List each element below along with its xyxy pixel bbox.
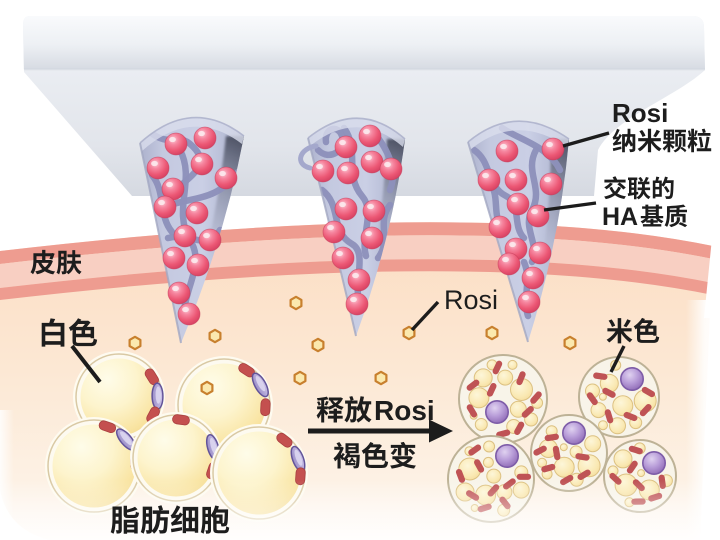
svg-text:HA: HA <box>602 203 638 231</box>
svg-text:Rosi: Rosi <box>374 395 435 426</box>
svg-text:Rosi: Rosi <box>612 98 668 128</box>
svg-text:Rosi: Rosi <box>444 285 498 315</box>
